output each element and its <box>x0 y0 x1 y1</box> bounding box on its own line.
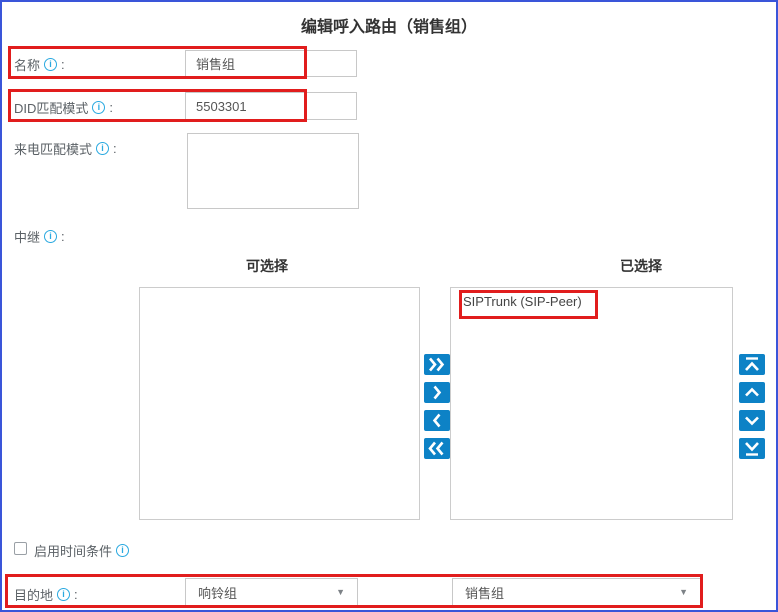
cid-pattern-textarea[interactable] <box>187 133 359 209</box>
chevron-up-icon <box>745 387 759 397</box>
selected-trunks-listbox[interactable]: SIPTrunk (SIP-Peer) <box>450 287 733 520</box>
selected-list-header: 已选择 <box>620 258 662 274</box>
chevron-down-icon <box>745 416 759 426</box>
double-chevron-left-icon <box>428 441 444 456</box>
move-all-right-button[interactable] <box>424 354 450 375</box>
time-condition-label: 启用时间条件 i <box>34 541 130 560</box>
name-label: 名称 i : <box>14 57 65 73</box>
did-pattern-input[interactable] <box>185 92 357 120</box>
chevron-right-icon <box>433 385 442 400</box>
destination-label: 目的地 i : <box>14 587 78 603</box>
move-to-bottom-button[interactable] <box>739 438 765 459</box>
chevron-down-bar-icon <box>745 442 759 456</box>
move-left-button[interactable] <box>424 410 450 431</box>
available-list-header: 可选择 <box>246 258 288 274</box>
move-all-left-button[interactable] <box>424 438 450 459</box>
move-right-button[interactable] <box>424 382 450 403</box>
available-trunks-listbox[interactable] <box>139 287 420 520</box>
page-title: 编辑呼入路由（销售组） <box>300 19 477 36</box>
info-icon[interactable]: i <box>96 142 110 155</box>
trunk-label: 中继 i : <box>14 229 65 245</box>
cid-pattern-label: 来电匹配模式 i : <box>14 141 117 157</box>
info-icon[interactable]: i <box>92 101 106 114</box>
list-item-siptrunk[interactable]: SIPTrunk (SIP-Peer) <box>463 294 582 309</box>
info-icon[interactable]: i <box>44 58 58 71</box>
info-icon[interactable]: i <box>116 544 130 557</box>
double-chevron-right-icon <box>429 357 445 372</box>
chevron-left-icon <box>432 413 441 428</box>
move-up-button[interactable] <box>739 382 765 403</box>
destination-type-dropdown[interactable]: 响铃组 ▼ <box>185 578 358 607</box>
move-to-top-button[interactable] <box>739 354 765 375</box>
name-input[interactable] <box>185 50 357 77</box>
did-pattern-label: DID匹配模式 i : <box>14 100 114 116</box>
destination-value-dropdown[interactable]: 销售组 ▼ <box>452 578 701 607</box>
chevron-down-icon: ▼ <box>679 587 688 597</box>
chevron-down-icon: ▼ <box>336 587 345 597</box>
info-icon[interactable]: i <box>57 588 71 601</box>
chevron-up-bar-icon <box>745 357 759 371</box>
time-condition-checkbox[interactable] <box>14 542 27 555</box>
move-down-button[interactable] <box>739 410 765 431</box>
info-icon[interactable]: i <box>44 230 58 243</box>
